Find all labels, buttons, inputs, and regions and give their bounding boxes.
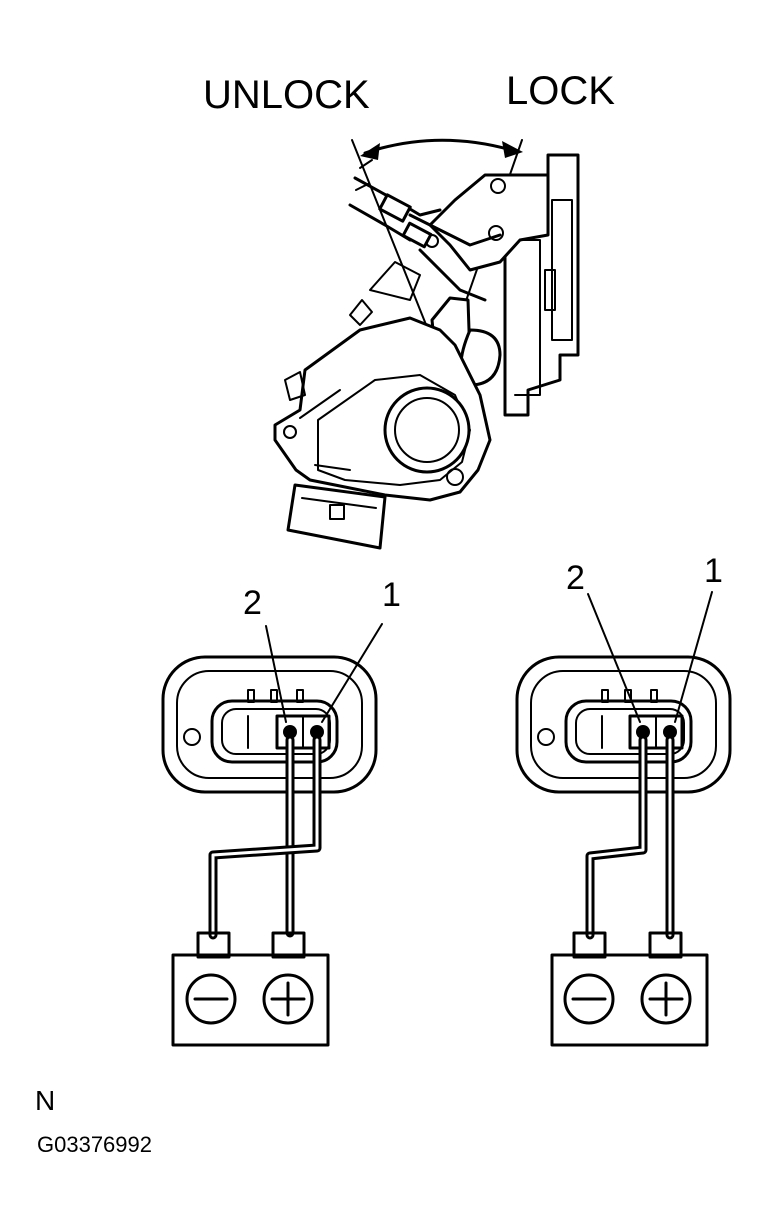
left-terminal-2-pin [283, 725, 297, 739]
minus-icon [563, 973, 615, 1025]
corner-code: N [35, 1085, 55, 1116]
unlock-label: UNLOCK [203, 73, 370, 117]
right-battery [550, 953, 709, 1047]
figure-code: G03376992 [37, 1132, 152, 1157]
left-terminal-1-pin [310, 725, 324, 739]
lock-actuator-illustration [273, 139, 580, 550]
plus-icon [262, 973, 314, 1025]
left-terminal-2-label: 2 [243, 584, 262, 622]
right-connector-assembly: 2 1 [515, 552, 732, 1047]
right-terminal-1-label: 1 [704, 552, 723, 590]
minus-icon [185, 973, 237, 1025]
lock-label: LOCK [506, 69, 615, 113]
double-arrow-icon [360, 138, 523, 160]
left-connector-assembly: 2 1 [161, 576, 401, 1047]
left-terminal-1-label: 1 [382, 576, 401, 614]
right-terminal-1-pin [663, 725, 677, 739]
plus-icon [640, 973, 692, 1025]
left-battery [171, 953, 330, 1047]
right-terminal-2-pin [636, 725, 650, 739]
right-terminal-2-label: 2 [566, 559, 585, 597]
